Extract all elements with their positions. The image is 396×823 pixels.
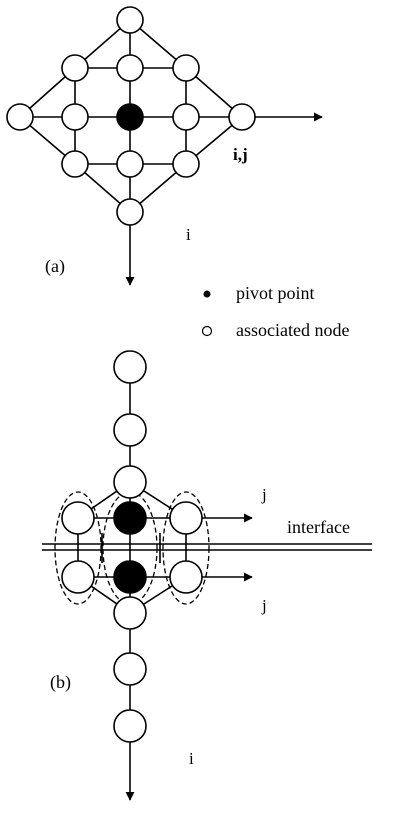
panel-a-diagram	[6, 6, 323, 286]
node	[172, 54, 200, 82]
legend-node-label: associated node	[236, 320, 349, 340]
node	[113, 413, 147, 447]
coupling-group-right	[162, 491, 210, 605]
node	[113, 596, 147, 630]
node-ij	[228, 103, 256, 131]
node	[61, 501, 95, 535]
pivot-node	[116, 103, 144, 131]
node	[61, 54, 89, 82]
panel-a-node-label: i,j	[233, 145, 248, 164]
legend-pivot-dot	[203, 290, 211, 298]
panel-b-label: (b)	[50, 672, 71, 693]
panel-b-axis-j-lower-label: j	[261, 596, 267, 615]
node	[6, 103, 34, 131]
node	[61, 150, 89, 178]
legend-node-circle	[201, 325, 213, 337]
node	[169, 501, 203, 535]
node	[116, 150, 144, 178]
panel-b-axis-i-label: i	[189, 749, 194, 768]
panel-a-axis-i-label: i	[186, 225, 191, 244]
node	[169, 560, 203, 594]
panel-a-nodes	[6, 6, 256, 226]
node	[116, 198, 144, 226]
node	[116, 54, 144, 82]
node	[61, 560, 95, 594]
panel-a-label: (a)	[45, 256, 65, 277]
node	[116, 6, 144, 34]
panel-b-diagram	[42, 350, 372, 801]
node	[61, 103, 89, 131]
pivot-node-lower	[113, 560, 147, 594]
node	[113, 709, 147, 743]
node	[172, 103, 200, 131]
pivot-node-upper	[113, 501, 147, 535]
panel-b-interface-label: interface	[287, 517, 350, 537]
coupling-group-left	[54, 491, 102, 605]
panel-b-axis-j-upper-label: j	[261, 485, 267, 504]
node	[113, 652, 147, 686]
node	[113, 350, 147, 384]
legend-pivot-label: pivot point	[236, 283, 315, 303]
node	[113, 465, 147, 499]
node	[172, 150, 200, 178]
panel-b-nodes	[61, 350, 203, 743]
